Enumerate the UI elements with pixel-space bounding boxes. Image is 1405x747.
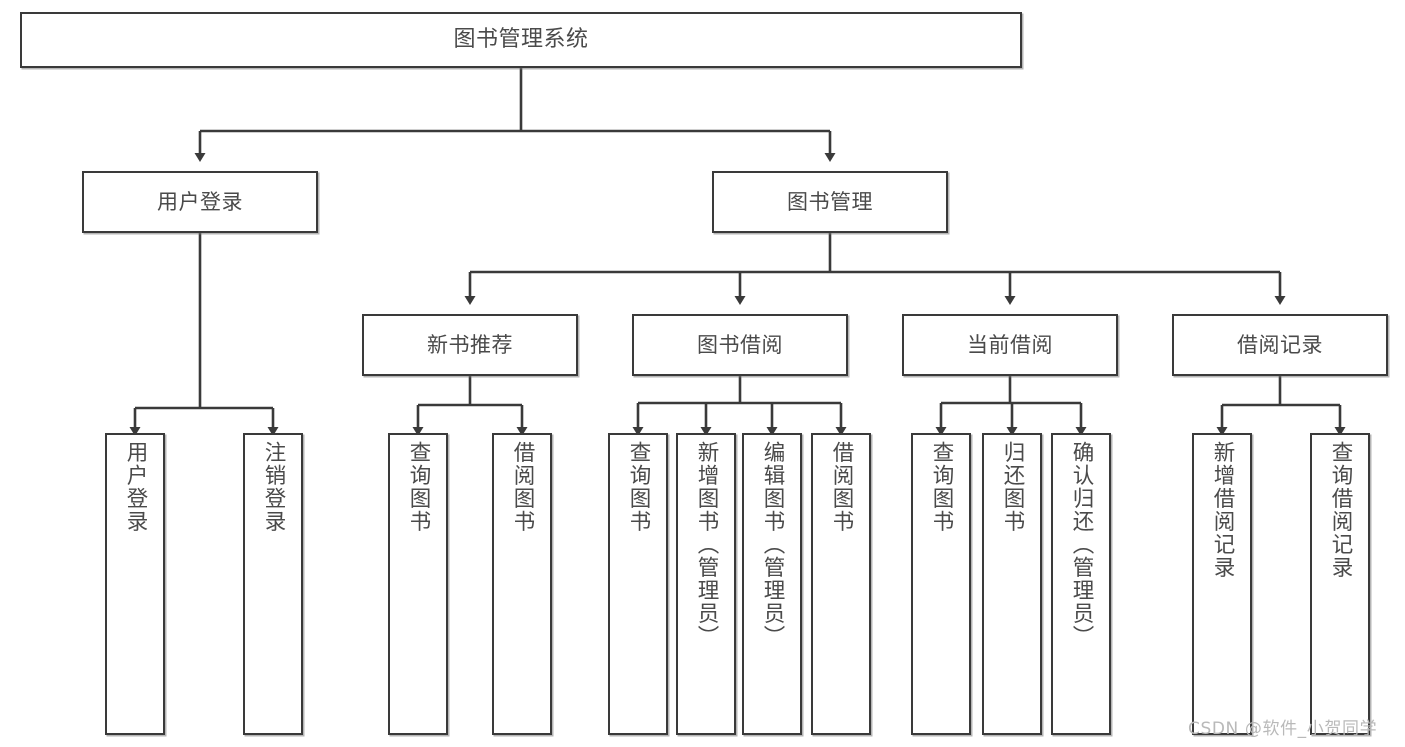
node-root[interactable]: 图书管理系统 [20, 12, 1022, 68]
node-borrow-record-label: 借阅记录 [1237, 332, 1323, 357]
node-leaf-confirm-return[interactable]: 确认归还（管理员） [1051, 433, 1111, 735]
node-leaf-query-book-3[interactable]: 查询图书 [911, 433, 971, 735]
node-leaf-user-login[interactable]: 用户登录 [105, 433, 165, 735]
node-leaf-add-book-label: 新增图书（管理员） [694, 441, 720, 648]
node-leaf-query-book-2[interactable]: 查询图书 [608, 433, 668, 735]
node-leaf-user-login-label: 用户登录 [123, 441, 149, 533]
node-current-borrow[interactable]: 当前借阅 [902, 314, 1118, 376]
node-leaf-add-record[interactable]: 新增借阅记录 [1192, 433, 1252, 735]
node-leaf-query-book-1[interactable]: 查询图书 [388, 433, 448, 735]
node-leaf-borrow-book-1[interactable]: 借阅图书 [492, 433, 552, 735]
node-leaf-return-book-label: 归还图书 [1000, 441, 1026, 533]
node-leaf-query-book-2-label: 查询图书 [626, 441, 652, 533]
node-book-borrow-label: 图书借阅 [697, 332, 783, 357]
node-leaf-add-book[interactable]: 新增图书（管理员） [676, 433, 736, 735]
node-leaf-borrow-book-2[interactable]: 借阅图书 [811, 433, 871, 735]
node-leaf-edit-book[interactable]: 编辑图书（管理员） [742, 433, 802, 735]
node-book-management-label: 图书管理 [787, 189, 873, 214]
node-leaf-edit-book-label: 编辑图书（管理员） [760, 441, 786, 648]
node-user-login[interactable]: 用户登录 [82, 171, 318, 233]
node-leaf-borrow-book-1-label: 借阅图书 [510, 441, 536, 533]
node-book-management[interactable]: 图书管理 [712, 171, 948, 233]
node-leaf-query-record[interactable]: 查询借阅记录 [1310, 433, 1370, 735]
node-borrow-record[interactable]: 借阅记录 [1172, 314, 1388, 376]
node-new-book-recommend-label: 新书推荐 [427, 332, 513, 357]
node-leaf-confirm-return-label: 确认归还（管理员） [1069, 441, 1095, 648]
node-leaf-borrow-book-2-label: 借阅图书 [829, 441, 855, 533]
node-leaf-return-book[interactable]: 归还图书 [982, 433, 1042, 735]
node-leaf-add-record-label: 新增借阅记录 [1210, 441, 1236, 579]
node-root-label: 图书管理系统 [453, 27, 589, 53]
node-leaf-user-logout[interactable]: 注销登录 [243, 433, 303, 735]
node-new-book-recommend[interactable]: 新书推荐 [362, 314, 578, 376]
node-leaf-query-book-3-label: 查询图书 [929, 441, 955, 533]
node-leaf-query-book-1-label: 查询图书 [406, 441, 432, 533]
watermark-text: CSDN @软件_小贺同学 [1188, 719, 1378, 739]
node-user-login-label: 用户登录 [157, 189, 243, 214]
node-leaf-query-record-label: 查询借阅记录 [1328, 441, 1354, 579]
node-leaf-user-logout-label: 注销登录 [261, 441, 287, 533]
node-book-borrow[interactable]: 图书借阅 [632, 314, 848, 376]
node-current-borrow-label: 当前借阅 [967, 332, 1053, 357]
